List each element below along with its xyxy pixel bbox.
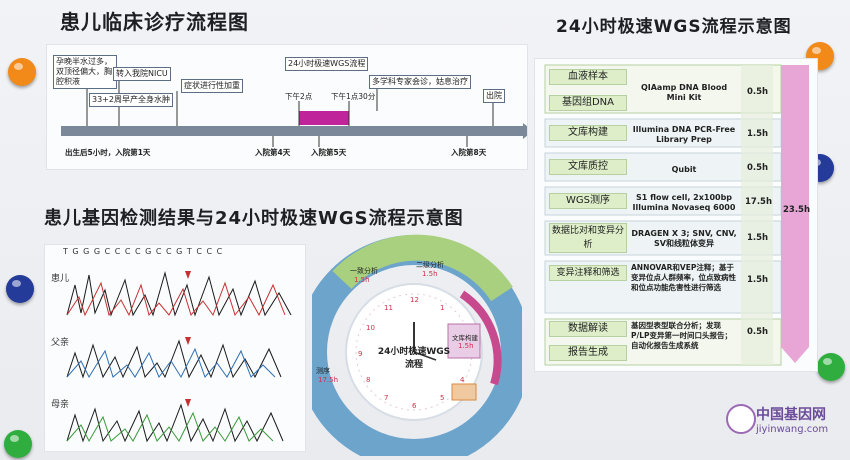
step-genomic-dna: 基因组DNA bbox=[549, 95, 627, 111]
wgs-flow-title: 24小时极速WGS流程示意图 bbox=[556, 17, 792, 37]
circle-center-label: 24小时极速WGS流程 bbox=[377, 347, 451, 370]
step-library-qc: 文库质控 bbox=[549, 159, 627, 175]
clinical-timeline-panel: 孕晚半水过多，双顶径偏大，胸腔积液 33+2周早产全身水肿 转入我院NICU 症… bbox=[46, 44, 528, 170]
svg-text:9: 9 bbox=[358, 350, 362, 358]
watermark-logo-icon bbox=[726, 404, 756, 434]
step-time: 1.5h bbox=[747, 129, 769, 139]
timeline-event: 症状进行性加重 bbox=[181, 79, 243, 93]
sanger-trace-panel: T G G G C C C C G C C G T C C C 患儿 父亲 母亲 bbox=[44, 244, 306, 452]
segment-label: 文库构建 bbox=[452, 334, 478, 342]
segment-time: 17.5h bbox=[318, 376, 339, 384]
svg-text:1: 1 bbox=[440, 304, 444, 312]
step-alignment: 数据比对和变异分析 bbox=[549, 223, 627, 253]
total-time: 23.5h bbox=[783, 205, 811, 215]
step-time: 1.5h bbox=[747, 233, 769, 243]
wgs-flow-panel: 血液样本 基因组DNA 文库构建 文库质控 WGS测序 数据比对和变异分析 变异… bbox=[534, 58, 818, 372]
timeline-event: 多学科专家会诊，姑息治疗 bbox=[369, 75, 471, 89]
segment-time: 1.5h bbox=[458, 342, 474, 350]
svg-text:4: 4 bbox=[460, 376, 465, 384]
step-wgs-sequencing: WGS测序 bbox=[549, 193, 627, 209]
timeline-event: 24小时极速WGS流程 bbox=[285, 57, 369, 71]
step-desc: Illumina DNA PCR-Free Library Prep bbox=[632, 125, 736, 144]
svg-text:5: 5 bbox=[440, 394, 444, 402]
step-library-prep: 文库构建 bbox=[549, 125, 627, 141]
step-time: 0.5h bbox=[747, 87, 769, 97]
segment-time: 1.5h bbox=[422, 270, 438, 278]
orange-pin-icon bbox=[8, 58, 36, 86]
step-desc: QIAamp DNA Blood Mini Kit bbox=[640, 83, 728, 102]
gene-results-title: 患儿基因检测结果与24小时极速WGS流程示意图 bbox=[44, 208, 464, 229]
segment-label: 二级分析 bbox=[416, 261, 444, 269]
trace-label-patient: 患儿 bbox=[51, 274, 70, 284]
timeline-event: 孕晚半水过多，双顶径偏大，胸腔积液 bbox=[53, 55, 117, 89]
segment-label: 一致分析 bbox=[350, 267, 378, 275]
axis-label: 入院第5天 bbox=[311, 148, 347, 157]
svg-text:7: 7 bbox=[384, 394, 388, 402]
segment-label: 测序 bbox=[316, 367, 330, 375]
axis-label: 出生后5小时，入院第1天 bbox=[65, 148, 151, 157]
blue-pin-icon bbox=[6, 275, 34, 303]
step-desc: 基因型表型联合分析；发现P/LP变异第一时间口头报告；自动化报告生成系统 bbox=[631, 321, 733, 350]
step-blood-sample: 血液样本 bbox=[549, 69, 627, 85]
green-pin-icon bbox=[4, 430, 32, 458]
trace-label-father: 父亲 bbox=[51, 338, 70, 348]
timeline-svg bbox=[61, 65, 527, 147]
svg-text:10: 10 bbox=[366, 324, 375, 332]
svg-text:11: 11 bbox=[384, 304, 393, 312]
watermark-url: jiyinwang.com bbox=[756, 424, 829, 435]
step-time: 0.5h bbox=[747, 327, 769, 337]
watermark-cn: 中国基因网 bbox=[756, 407, 826, 423]
step-desc: Qubit bbox=[671, 165, 697, 174]
sequence-bases: T G G G C C C C G C C G T C C C bbox=[63, 247, 224, 256]
green-pin-icon bbox=[817, 353, 845, 381]
timeline-event: 转入我院NICU bbox=[113, 67, 171, 81]
time-mark: 下午1点30分 bbox=[331, 92, 376, 101]
svg-text:12: 12 bbox=[410, 296, 419, 304]
step-desc: DRAGEN X 3; SNV, CNV, SV和线粒体变异 bbox=[631, 229, 737, 248]
axis-label: 入院第4天 bbox=[255, 148, 291, 157]
step-report: 报告生成 bbox=[549, 345, 627, 361]
step-desc: ANNOVAR和VEP注释；基于变异位点人群频率，位点致病性和位点功能危害性进行… bbox=[631, 263, 736, 292]
watermark: 中国基因网 jiyinwang.com bbox=[726, 402, 836, 438]
segment-time: 1.5h bbox=[354, 276, 370, 284]
timeline-event: 33+2周早产全身水肿 bbox=[89, 93, 173, 107]
step-time: 0.5h bbox=[747, 163, 769, 173]
trace-label-mother: 母亲 bbox=[51, 400, 70, 410]
svg-text:8: 8 bbox=[366, 376, 370, 384]
timeline-event: 出院 bbox=[483, 89, 505, 103]
axis-label: 入院第8天 bbox=[451, 148, 487, 157]
step-annotation: 变异注释和筛选 bbox=[549, 265, 627, 281]
clinical-title: 患儿临床诊疗流程图 bbox=[60, 10, 249, 34]
step-time: 1.5h bbox=[747, 275, 769, 285]
svg-text:6: 6 bbox=[412, 402, 417, 410]
time-mark: 下午2点 bbox=[285, 92, 313, 101]
step-time: 17.5h bbox=[745, 197, 773, 207]
step-interpretation: 数据解读 bbox=[549, 321, 627, 337]
step-desc: S1 flow cell, 2x100bp Illumina Novaseq 6… bbox=[632, 193, 736, 212]
trace-svg bbox=[66, 271, 292, 443]
